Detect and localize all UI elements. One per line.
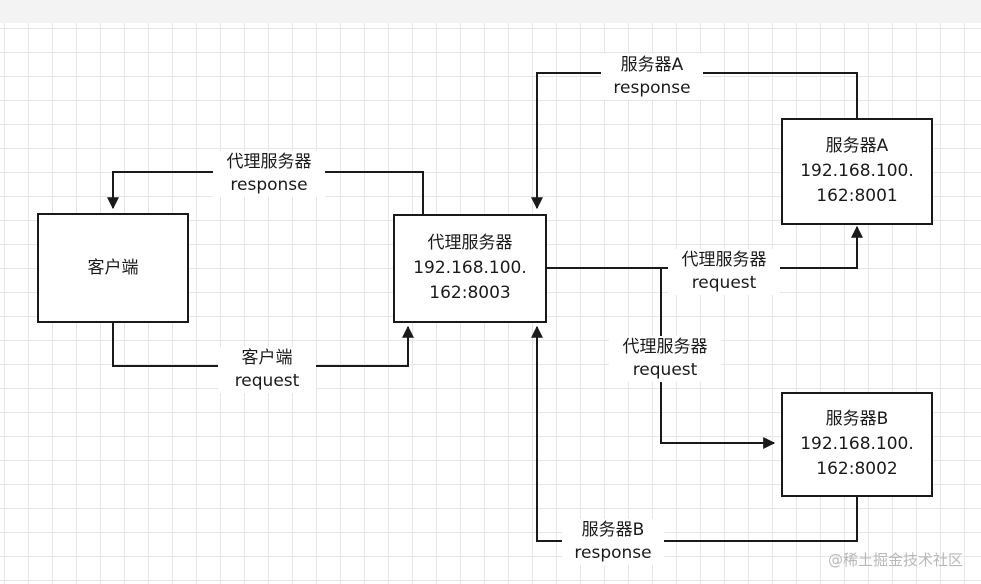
edge-label-server-b-response: 服务器B response: [562, 519, 664, 565]
edge-label-client-request: 客户端 request: [218, 347, 316, 393]
client-node: 客户端: [37, 213, 189, 323]
proxy-node-port: 162:8003: [429, 283, 511, 303]
edge-label-server-a-response: 服务器A response: [601, 54, 703, 100]
proxy-server-node: 代理服务器 192.168.100. 162:8003: [393, 214, 547, 323]
watermark: @稀土掘金技术社区: [827, 551, 963, 569]
server-a-name: 服务器A: [825, 136, 889, 156]
server-b-name: 服务器B: [825, 409, 889, 429]
edge-label-proxy-request-a: 代理服务器 request: [668, 249, 780, 295]
proxy-node-ip: 192.168.100.: [413, 258, 527, 278]
proxy-node-name: 代理服务器: [427, 233, 513, 253]
server-a-port: 162:8001: [816, 186, 898, 206]
server-b-port: 162:8002: [816, 459, 898, 479]
client-node-label: 客户端: [87, 257, 139, 278]
server-b-ip: 192.168.100.: [800, 434, 914, 454]
server-a-node: 服务器A 192.168.100. 162:8001: [781, 118, 933, 225]
edge-label-proxy-request-b: 代理服务器 request: [609, 336, 721, 382]
edge-proxy-request-a: [546, 225, 863, 269]
edge-proxy-request-b: [660, 268, 776, 449]
edge-server-b-response: [531, 325, 858, 542]
edge-label-proxy-response: 代理服务器 response: [213, 151, 325, 197]
server-a-ip: 192.168.100.: [800, 161, 914, 181]
server-b-node: 服务器B 192.168.100. 162:8002: [781, 392, 933, 497]
